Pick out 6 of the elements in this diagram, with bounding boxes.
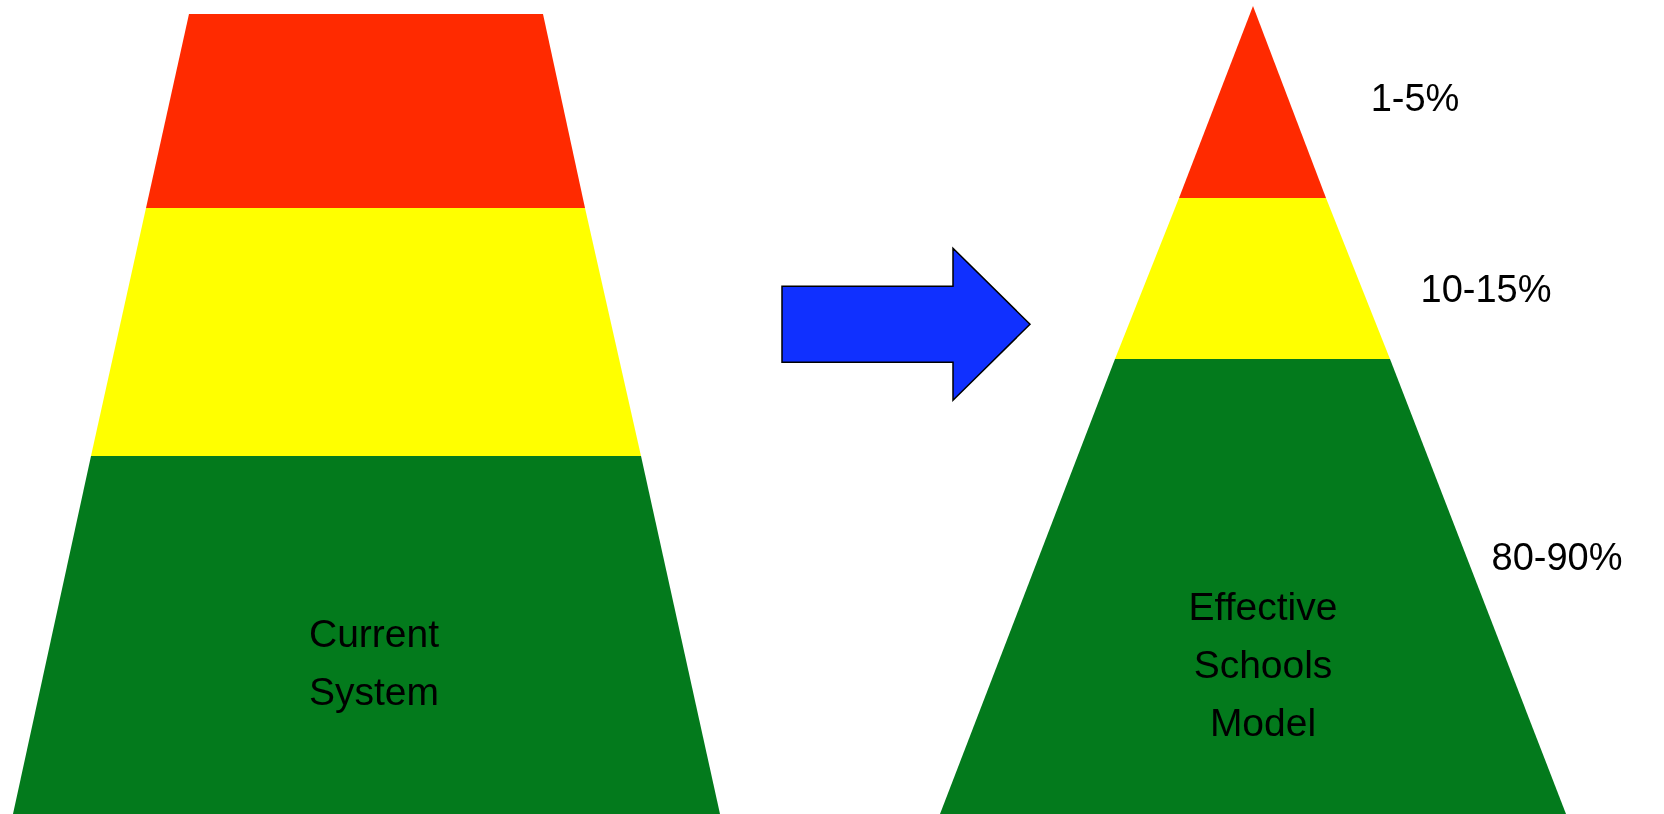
block-arrow [781, 246, 1032, 403]
band-label: Current System [307, 611, 440, 715]
percentage-label: 1-5% [1370, 76, 1460, 120]
band-label: Effective Schools Model [1187, 584, 1339, 746]
percentage-label: 80-90% [1491, 535, 1623, 579]
percentage-label: 10-15% [1420, 267, 1552, 311]
